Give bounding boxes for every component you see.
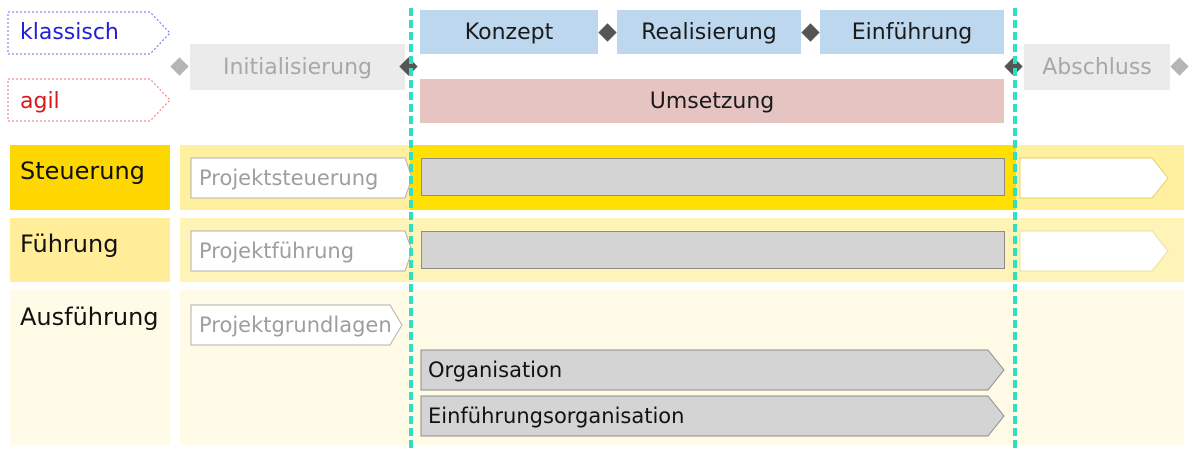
steering-activity-bar bbox=[421, 158, 1005, 196]
execution-row-label: Ausführung bbox=[20, 303, 159, 331]
management-activity-bar bbox=[421, 231, 1005, 269]
phase-implementation-label: Umsetzung bbox=[649, 88, 775, 114]
stream-organisation-label: Organisation bbox=[428, 358, 563, 382]
execution-process-label: Projektgrundlagen bbox=[199, 313, 392, 337]
phase-concept-label: Konzept bbox=[464, 19, 554, 45]
phase-closure-label: Abschluss bbox=[1042, 54, 1152, 80]
execution-label-box bbox=[10, 290, 170, 445]
phase-realization: Realisierung bbox=[617, 10, 801, 54]
management-process-label: Projektführung bbox=[199, 239, 355, 263]
gate-line-end bbox=[1013, 8, 1017, 448]
phase-realization-label: Realisierung bbox=[641, 19, 777, 45]
legend-agile-label: agil bbox=[20, 89, 60, 114]
phase-initialization: Initialisierung bbox=[190, 44, 405, 90]
legend-classic-label: klassisch bbox=[20, 20, 119, 45]
phase-concept: Konzept bbox=[420, 10, 598, 54]
management-row-label: Führung bbox=[20, 230, 119, 258]
management-label-box bbox=[10, 218, 170, 282]
steering-process-label: Projektsteuerung bbox=[199, 166, 379, 190]
phase-initialization-label: Initialisierung bbox=[223, 54, 372, 80]
phase-introduction-label: Einführung bbox=[851, 19, 973, 45]
steering-label-box bbox=[10, 145, 170, 210]
phase-closure: Abschluss bbox=[1024, 44, 1170, 90]
phase-introduction: Einführung bbox=[820, 10, 1004, 54]
gate-line-start bbox=[409, 8, 413, 448]
stream-introduction-organisation-label: Einführungsorganisation bbox=[428, 404, 685, 428]
steering-row-label: Steuerung bbox=[20, 157, 145, 185]
phase-implementation: Umsetzung bbox=[420, 79, 1004, 123]
